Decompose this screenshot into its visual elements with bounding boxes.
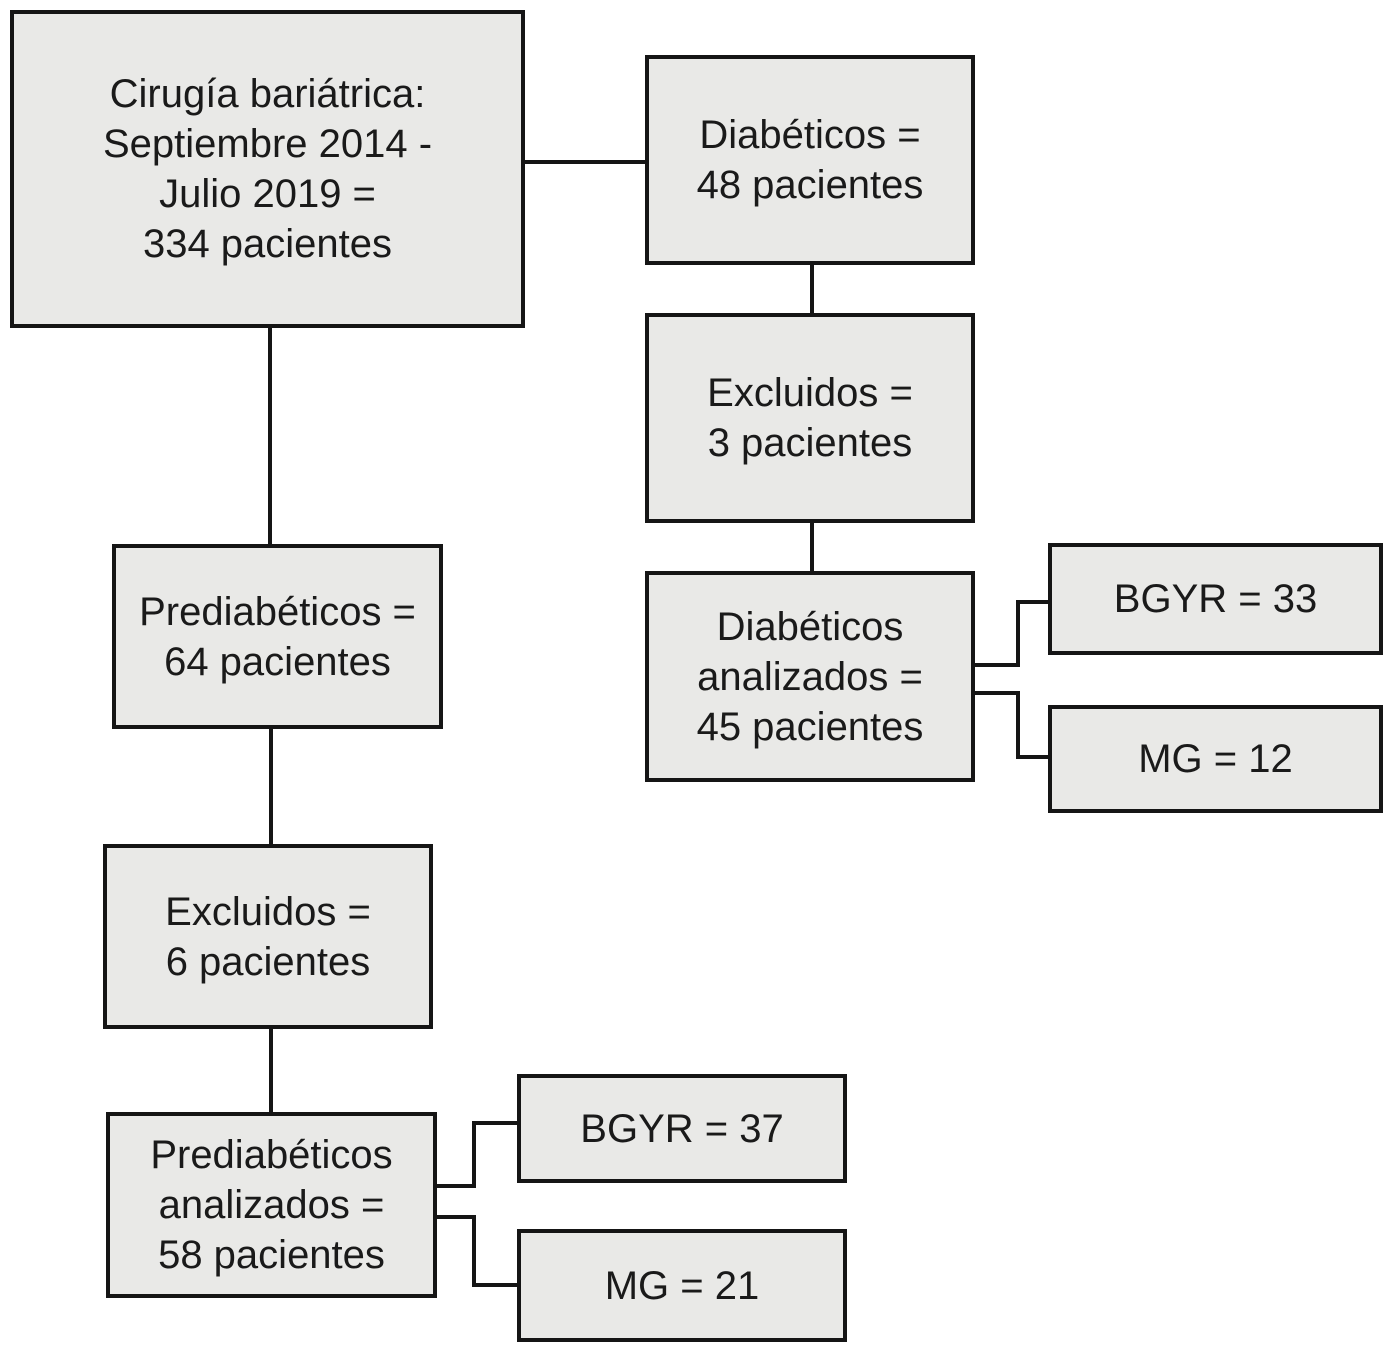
- node-prediabetics-mg: MG = 21: [517, 1229, 847, 1342]
- node-prediabetics-analyzed: Prediabéticos analizados = 58 pacientes: [106, 1112, 437, 1298]
- node-diabetics-excluded: Excluidos = 3 pacientes: [645, 313, 975, 523]
- connector-diabetics-analyzed-to-bgyr: [975, 600, 1050, 667]
- node-surgery-total: Cirugía bariátrica: Septiembre 2014 - Ju…: [10, 10, 525, 328]
- node-diabetics-mg: MG = 12: [1048, 705, 1383, 813]
- node-prediabetics-bgyr: BGYR = 37: [517, 1074, 847, 1183]
- node-diabetics-analyzed: Diabéticos analizados = 45 pacientes: [645, 571, 975, 782]
- connector-diabetics-analyzed-to-mg: [975, 691, 1050, 759]
- node-diabetics-bgyr: BGYR = 33: [1048, 543, 1383, 655]
- node-prediabetics-excluded: Excluidos = 6 pacientes: [103, 844, 433, 1029]
- connector-prediabetics-analyzed-to-bgyr: [437, 1121, 519, 1188]
- node-diabetics: Diabéticos = 48 pacientes: [645, 55, 975, 265]
- connector-prediabetics-analyzed-to-mg: [437, 1215, 519, 1287]
- node-prediabetics: Prediabéticos = 64 pacientes: [112, 544, 443, 729]
